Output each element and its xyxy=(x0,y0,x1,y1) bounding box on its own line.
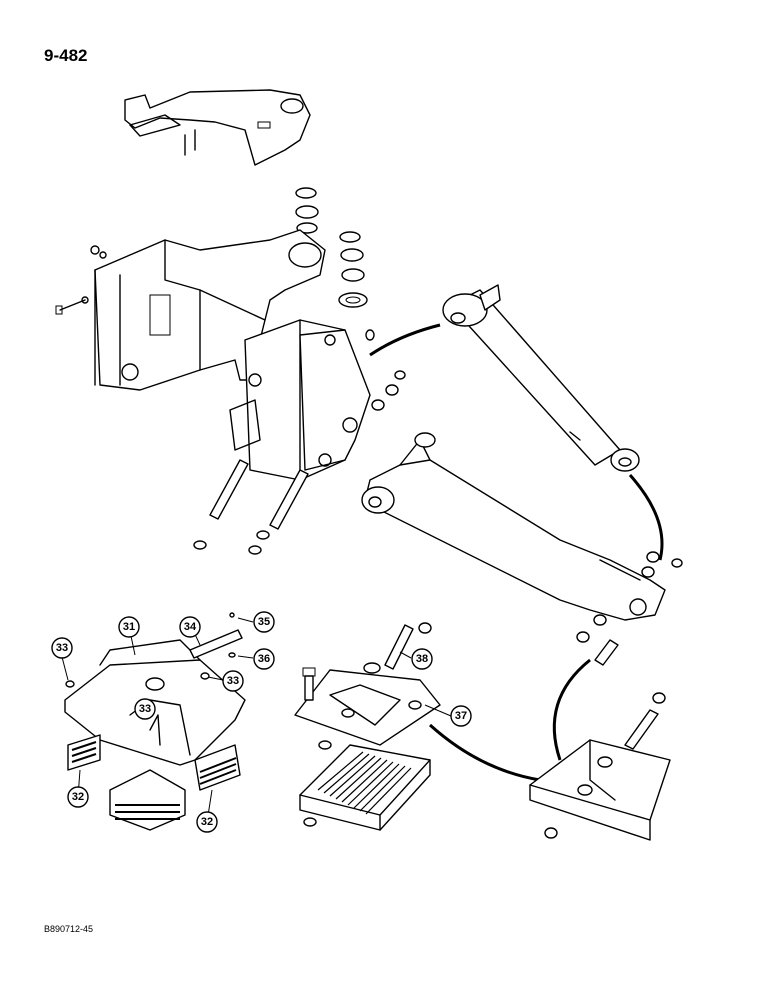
bearing-stack-left xyxy=(295,187,319,234)
callout-38: 38 xyxy=(411,648,433,670)
svg-text:33: 33 xyxy=(56,642,68,654)
callout-35: 35 xyxy=(253,611,275,633)
callout-33c: 33 xyxy=(134,698,156,720)
page-number: 9-482 xyxy=(44,46,88,65)
boom-arm xyxy=(361,432,683,666)
bolt-left-top xyxy=(55,245,107,315)
swing-tower-frame xyxy=(94,229,371,481)
svg-text:34: 34 xyxy=(184,621,197,633)
callout-36: 36 xyxy=(253,648,275,670)
callout-32a: 32 xyxy=(67,786,89,808)
callout-32b: 32 xyxy=(196,811,218,833)
svg-text:36: 36 xyxy=(258,653,270,665)
svg-text:32: 32 xyxy=(72,791,84,803)
svg-text:32: 32 xyxy=(201,816,213,828)
callout-37: 37 xyxy=(450,705,472,727)
svg-text:35: 35 xyxy=(258,616,270,628)
svg-text:33: 33 xyxy=(139,703,151,715)
tower-pins xyxy=(193,329,406,555)
mount-plate-37 xyxy=(294,622,441,750)
document-code: B890712-45 xyxy=(44,924,94,934)
svg-text:38: 38 xyxy=(416,653,428,665)
callout-33b: 33 xyxy=(222,670,244,692)
callout-33a: 33 xyxy=(51,637,73,659)
svg-text:37: 37 xyxy=(455,710,467,722)
bottom-bracket xyxy=(529,692,671,841)
hose-lines xyxy=(369,323,664,782)
pin-34 xyxy=(189,612,243,659)
callout-34: 34 xyxy=(179,616,201,638)
rubber-pad-32 xyxy=(67,734,241,831)
callout-31: 31 xyxy=(118,616,140,638)
svg-text:31: 31 xyxy=(123,621,135,633)
hydraulic-cylinder xyxy=(442,284,640,472)
svg-text:33: 33 xyxy=(227,675,239,687)
bearing-stack-right xyxy=(338,231,368,308)
frame-top-section xyxy=(124,89,311,166)
heat-sink-pad xyxy=(299,744,431,831)
